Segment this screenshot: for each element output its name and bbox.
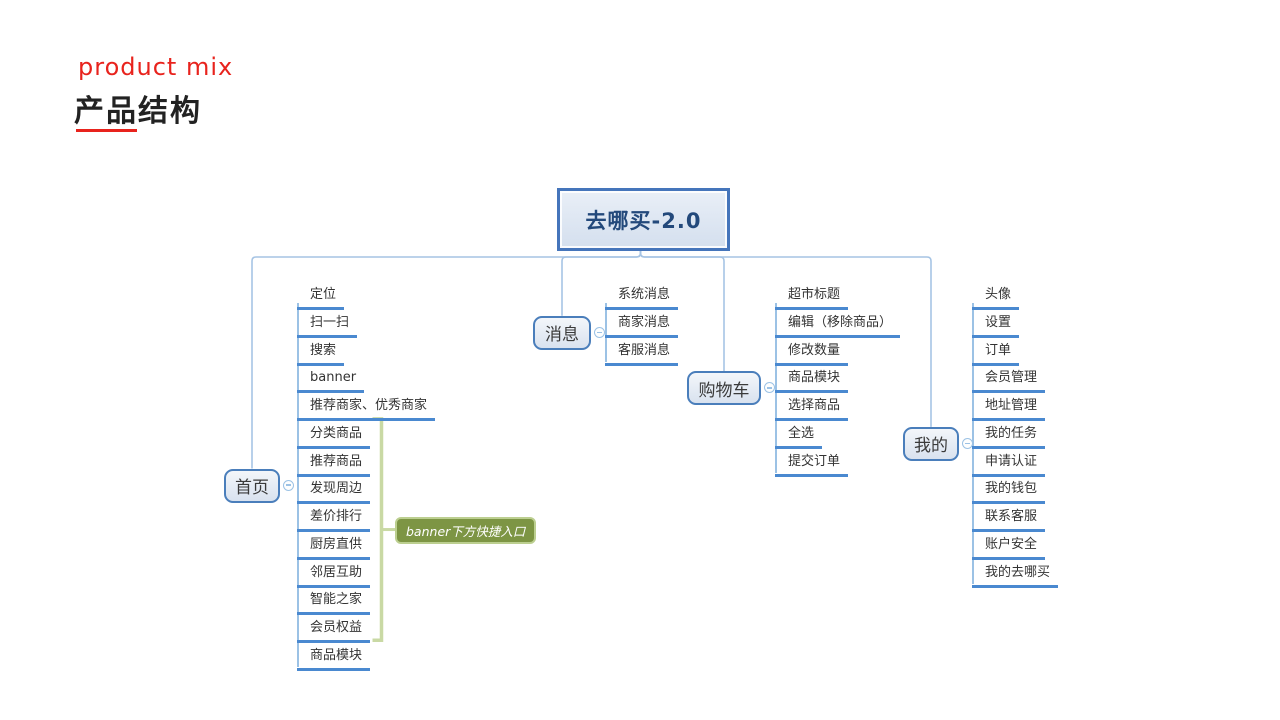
- branch-connector-mine: [639, 245, 932, 427]
- topic-label: 推荐商品: [297, 454, 371, 477]
- topic-label: 选择商品: [775, 398, 849, 422]
- topic-label: 头像: [972, 287, 1020, 310]
- topic-item[interactable]: 发现周边: [297, 477, 371, 505]
- branch-node-home[interactable]: 首页: [224, 468, 280, 503]
- branch-node-messages[interactable]: 消息: [533, 315, 591, 350]
- topic-label: 商品模块: [775, 370, 849, 394]
- branch-label: 消息: [545, 325, 579, 346]
- topic-label: 我的去哪买: [972, 565, 1059, 588]
- topic-label: 定位: [297, 287, 345, 310]
- collapse-toggle-icon[interactable]: [283, 479, 294, 491]
- topic-item[interactable]: 地址管理: [972, 394, 1046, 422]
- topic-label: 订单: [972, 343, 1020, 366]
- topic-label: 我的任务: [972, 426, 1046, 449]
- topic-label: 超市标题: [775, 287, 849, 310]
- topic-item[interactable]: 差价排行: [297, 505, 371, 533]
- topic-item[interactable]: 商品模块: [775, 366, 849, 394]
- topic-item[interactable]: 我的任务: [972, 422, 1046, 449]
- topic-label: banner: [297, 370, 365, 394]
- collapse-toggle-icon[interactable]: [764, 382, 775, 394]
- topic-item[interactable]: 设置: [972, 311, 1020, 338]
- topic-item[interactable]: 会员管理: [972, 366, 1046, 394]
- topic-item[interactable]: 超市标题: [775, 283, 849, 310]
- topic-item[interactable]: 商品模块: [297, 644, 371, 671]
- topic-item[interactable]: 全选: [775, 422, 823, 449]
- child-spine: [972, 303, 974, 584]
- topic-label: 扫一扫: [297, 315, 358, 338]
- topic-label: 我的钱包: [972, 481, 1046, 505]
- topic-item[interactable]: banner: [297, 366, 365, 394]
- topic-item[interactable]: 联系客服: [972, 505, 1046, 533]
- root-node[interactable]: 去哪买-2.0: [557, 188, 730, 251]
- topic-item[interactable]: 系统消息: [605, 283, 679, 310]
- topic-item[interactable]: 选择商品: [775, 394, 849, 422]
- topic-item[interactable]: 扫一扫: [297, 311, 358, 338]
- topic-label: 提交订单: [775, 454, 849, 477]
- topic-item[interactable]: 商家消息: [605, 311, 679, 338]
- summary-label[interactable]: banner下方快捷入口: [395, 516, 537, 544]
- topic-label: 搜索: [297, 343, 345, 366]
- slide-title: 产品结构: [74, 94, 202, 129]
- topic-label: 发现周边: [297, 481, 371, 505]
- title-underline: [76, 129, 137, 132]
- topic-label: 系统消息: [605, 287, 679, 310]
- topic-label: 邻居互助: [297, 565, 371, 588]
- topic-label: 分类商品: [297, 426, 371, 449]
- topic-label: 编辑（移除商品）: [775, 315, 901, 338]
- topic-item[interactable]: 分类商品: [297, 422, 371, 449]
- topic-item[interactable]: 厨房直供: [297, 533, 371, 560]
- topic-item[interactable]: 搜索: [297, 339, 345, 366]
- summary-bracket: [372, 417, 384, 642]
- topic-item[interactable]: 推荐商家、优秀商家: [297, 394, 436, 422]
- topic-item[interactable]: 会员权益: [297, 616, 371, 644]
- topic-label: 设置: [972, 315, 1020, 338]
- topic-label: 商家消息: [605, 315, 679, 338]
- branch-label: 我的: [914, 436, 948, 457]
- topic-label: 会员管理: [972, 370, 1046, 394]
- topic-item[interactable]: 定位: [297, 283, 345, 310]
- topic-item[interactable]: 推荐商品: [297, 450, 371, 477]
- topic-label: 全选: [775, 426, 823, 449]
- branch-label: 首页: [235, 478, 269, 498]
- topic-label: 差价排行: [297, 509, 371, 533]
- topic-item[interactable]: 客服消息: [605, 339, 679, 366]
- topic-item[interactable]: 订单: [972, 339, 1020, 366]
- topic-item[interactable]: 修改数量: [775, 339, 849, 366]
- child-spine: [775, 303, 777, 473]
- topic-item[interactable]: 申请认证: [972, 450, 1046, 477]
- topic-label: 修改数量: [775, 343, 849, 366]
- topic-item[interactable]: 我的钱包: [972, 477, 1046, 505]
- topic-label: 厨房直供: [297, 537, 371, 560]
- branch-node-mine[interactable]: 我的: [903, 426, 959, 461]
- branch-label: 购物车: [698, 380, 750, 401]
- topic-label: 推荐商家、优秀商家: [297, 398, 436, 422]
- topic-item[interactable]: 提交订单: [775, 450, 849, 477]
- child-spine: [297, 303, 299, 667]
- collapse-toggle-icon[interactable]: [594, 326, 605, 338]
- topic-label: 申请认证: [972, 454, 1046, 477]
- topic-label: 会员权益: [297, 620, 371, 644]
- topic-item[interactable]: 智能之家: [297, 588, 371, 616]
- slide-caption: product mix: [78, 53, 234, 81]
- topic-label: 商品模块: [297, 648, 371, 671]
- topic-item[interactable]: 邻居互助: [297, 561, 371, 588]
- topic-label: 地址管理: [972, 398, 1046, 422]
- topic-label: 客服消息: [605, 343, 679, 366]
- topic-item[interactable]: 账户安全: [972, 533, 1046, 560]
- topic-label: 联系客服: [972, 509, 1046, 533]
- topic-item[interactable]: 编辑（移除商品）: [775, 311, 901, 338]
- topic-label: 账户安全: [972, 537, 1046, 560]
- topic-label: 智能之家: [297, 592, 371, 616]
- topic-item[interactable]: 头像: [972, 283, 1020, 310]
- branch-node-cart[interactable]: 购物车: [687, 371, 761, 406]
- topic-item[interactable]: 我的去哪买: [972, 561, 1059, 588]
- child-spine: [605, 303, 607, 362]
